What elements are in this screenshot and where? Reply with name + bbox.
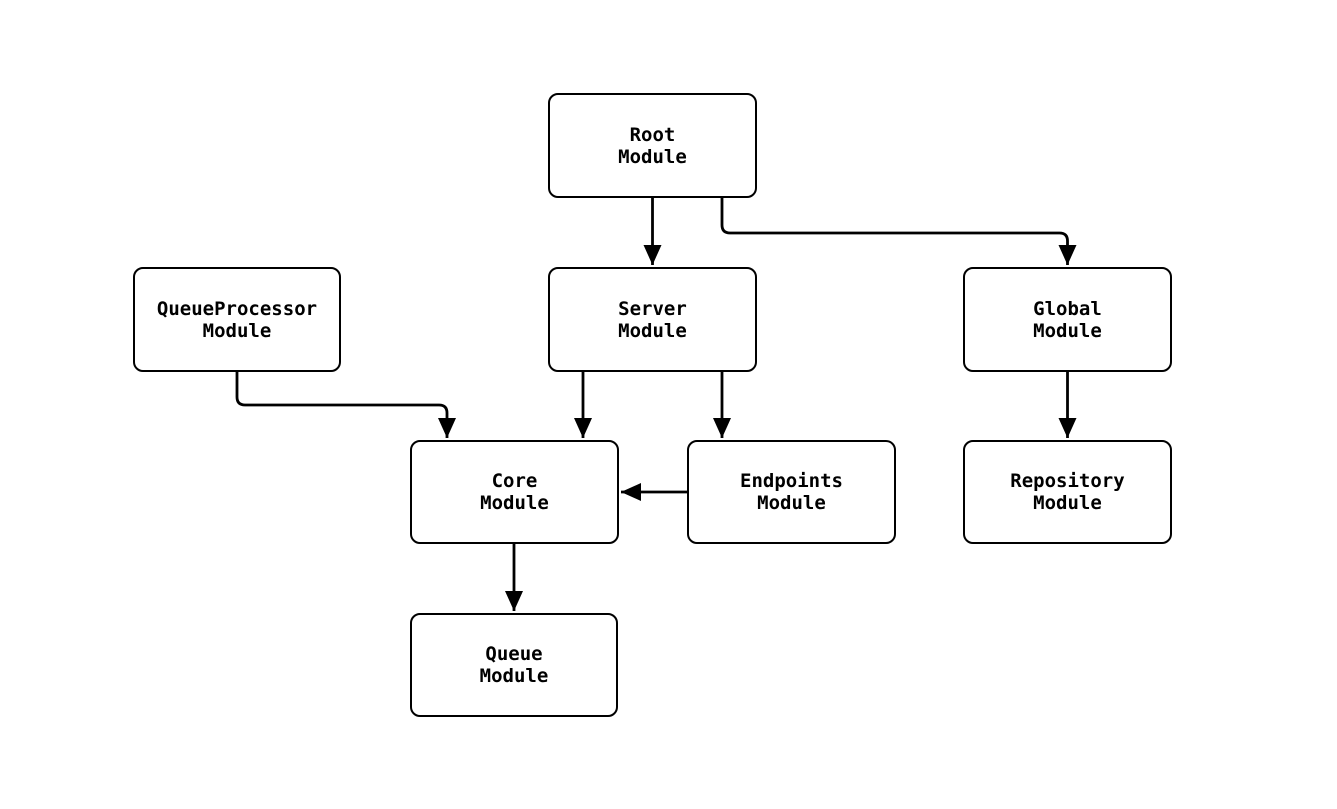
node-label-line: Module bbox=[618, 319, 687, 342]
node-label-line: Root bbox=[629, 123, 676, 146]
node-label-line: Module bbox=[479, 665, 549, 687]
node-label-line: Module bbox=[757, 492, 826, 514]
node-label-line: Core bbox=[491, 470, 538, 492]
node-label-line: Module bbox=[480, 492, 549, 514]
node-label-line: Module bbox=[1033, 319, 1102, 342]
node-label-line: Endpoints bbox=[740, 470, 843, 492]
node-label-line: Global bbox=[1033, 297, 1102, 320]
node-label-line: Module bbox=[202, 319, 272, 342]
node-label-line: Server bbox=[618, 297, 687, 320]
node-label-line: QueueProcessor bbox=[156, 297, 318, 320]
node-label-line: Module bbox=[618, 145, 687, 168]
node-label-line: Queue bbox=[485, 643, 543, 665]
node-label-line: Repository bbox=[1010, 470, 1125, 492]
node-label-line: Module bbox=[1033, 492, 1102, 514]
